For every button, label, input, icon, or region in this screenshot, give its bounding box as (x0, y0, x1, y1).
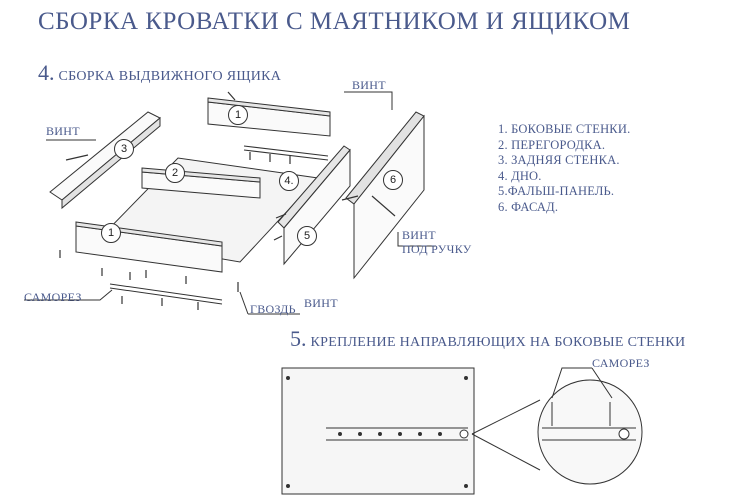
section-4-title: СБОРКА ВЫДВИЖНОГО ЯЩИКА (58, 69, 282, 84)
legend-item: 2. ПЕРЕГОРОДКА. (498, 137, 606, 152)
legend-item: 3. ЗАДНЯЯ СТЕНКА. (498, 153, 620, 167)
legend-item: 1. БОКОВЫЕ СТЕНКИ. (498, 122, 631, 136)
leader-lines (24, 91, 436, 315)
facade-panel (345, 111, 425, 280)
label-screw-bottom: ВИНТ (304, 296, 338, 310)
part-number-1-top: 1 (228, 105, 248, 125)
section-4-heading: 4. СБОРКА ВЫДВИЖНОГО ЯЩИКА (38, 60, 281, 86)
label-handle-screw-line1: ВИНТ (402, 228, 436, 242)
part-number-5: 5 (297, 226, 317, 246)
drawer-rail-top (243, 145, 329, 161)
section-5-title: КРЕПЛЕНИЕ НАПРАВЛЯЮЩИХ НА БОКОВЫЕ СТЕНКИ (310, 335, 686, 350)
drawer-rail-bottom (109, 283, 223, 305)
page-title: СБОРКА КРОВАТКИ С МАЯТНИКОМ И ЯЩИКОМ (38, 8, 631, 35)
label-handle-screw-line2: ПОД РУЧКУ (402, 242, 472, 256)
section-4-number: 4. (38, 60, 55, 85)
part-number-1-front: 1 (101, 223, 121, 243)
section-5-zoom-detail (537, 367, 643, 485)
label-self-tapping-screw-left: САМОРЕЗ (24, 290, 82, 304)
parts-legend: 1. БОКОВЫЕ СТЕНКИ. 2. ПЕРЕГОРОДКА. 3. ЗА… (498, 122, 630, 215)
part-number-3: 3 (114, 139, 134, 159)
side-wall-top-panel (207, 97, 331, 137)
legend-item: 6. ФАСАД. (498, 199, 559, 214)
part-number-2: 2 (165, 163, 185, 183)
label-self-tapping-screw-right: САМОРЕЗ (592, 356, 650, 370)
label-nail: ГВОЗДЬ (250, 302, 296, 316)
part-number-6: 6 (383, 170, 403, 190)
part-number-4: 4. (279, 171, 299, 191)
fasteners (59, 91, 396, 310)
label-screw-left: ВИНТ (46, 124, 80, 138)
legend-item: 4. ДНО. (498, 168, 542, 183)
label-screw-top: ВИНТ (352, 78, 386, 92)
section-5-number: 5. (290, 326, 307, 351)
legend-item: 5.ФАЛЬШ-ПАНЕЛЬ. (498, 184, 615, 198)
section-5-heading: 5. КРЕПЛЕНИЕ НАПРАВЛЯЮЩИХ НА БОКОВЫЕ СТЕ… (290, 326, 685, 352)
back-wall-panel (49, 111, 161, 210)
section-5-board-drawing (281, 367, 541, 495)
